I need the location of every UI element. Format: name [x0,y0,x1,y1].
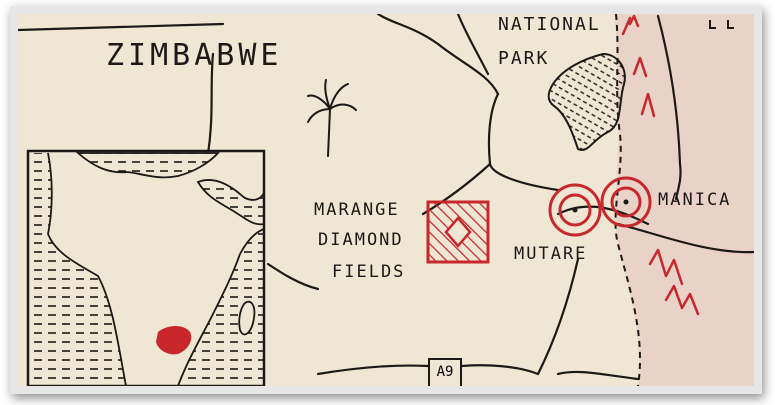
inset-sea-north [75,152,221,179]
inset-ocean-west [30,153,126,386]
mutare-city-icon [548,183,602,237]
park-label-line2: PARK [498,48,550,69]
mountain-range-icon [621,14,700,316]
map-frame: ZIMBABWE NATIONAL PARK MARANGE DIAMOND F… [10,6,762,394]
map-canvas [18,14,754,386]
diamond-label-line3: FIELDS [332,262,406,282]
africa-inset-map [26,149,266,386]
inset-arabia [196,179,265,226]
road-shield-a9: A9 [428,358,462,386]
manica-city-icon [600,176,652,228]
inset-madagascar [238,300,256,336]
roads [18,14,754,381]
city-label-manica: MANICA [658,190,732,210]
inset-zimbabwe-highlight [156,326,192,355]
diamond-label-line1: MARANGE [314,200,400,220]
palm-tree-icon [307,79,357,157]
decorative-marks [709,20,734,29]
country-label: ZIMBABWE [106,38,283,73]
inset-ocean-east [178,229,264,386]
city-label-mutare: MUTARE [514,244,588,264]
border-zone [614,14,754,386]
diamond-fields-marker [426,200,490,264]
diamond-label-line2: DIAMOND [318,230,404,250]
park-label-line1: NATIONAL [498,14,601,35]
national-park-area [547,52,626,151]
